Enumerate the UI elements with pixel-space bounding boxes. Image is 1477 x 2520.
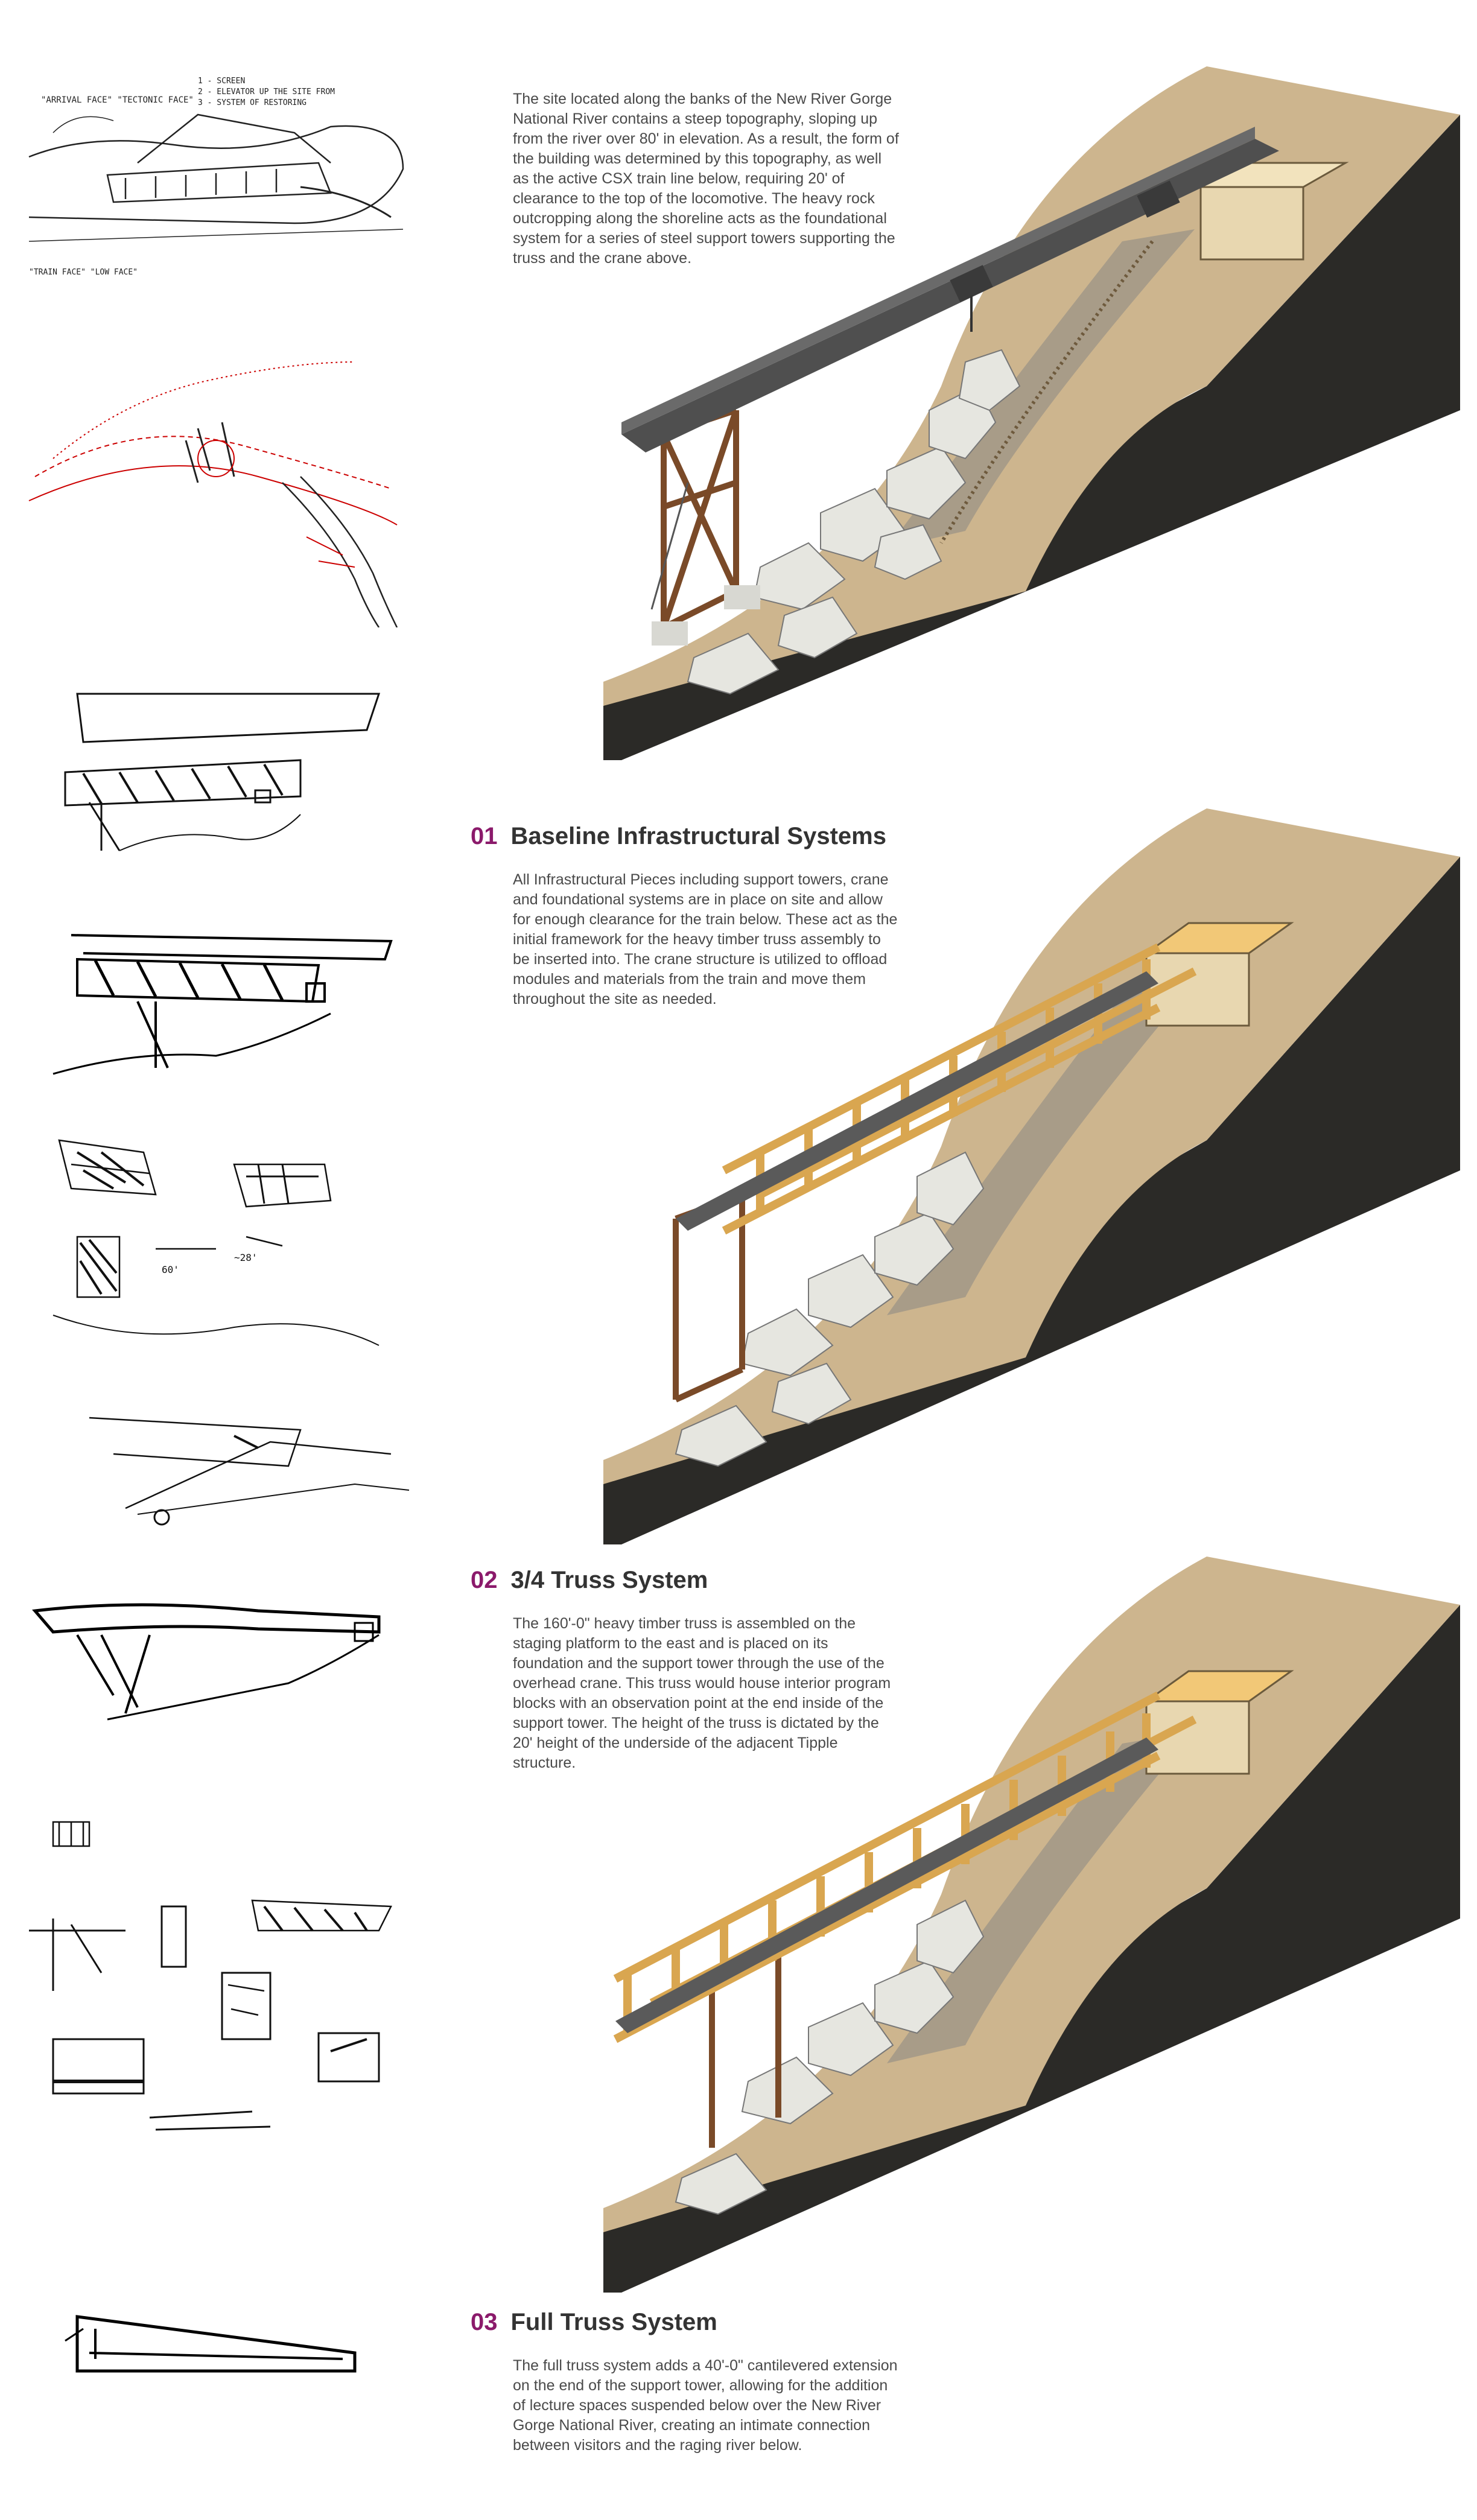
sketch-note: 2 - ELEVATOR UP THE SITE FROM xyxy=(198,87,335,97)
section-01-paragraph: All Infrastructural Pieces including sup… xyxy=(513,871,898,1008)
sketch-crane-elevation xyxy=(17,911,415,1092)
render-three-quarter-truss xyxy=(603,796,1460,1544)
sketch-note: 3 - SYSTEM OF RESTORING xyxy=(198,98,307,107)
sketch-cantilever xyxy=(17,1406,415,1538)
section-02-paragraph: The 160'-0" heavy timber truss is assemb… xyxy=(513,1615,891,1771)
sketch-concept-section: "ARRIVAL FACE" "TECTONIC FACE" 1 - SCREE… xyxy=(17,72,415,290)
render-full-truss xyxy=(603,1544,1460,2293)
section-number: 02 xyxy=(471,1567,498,1593)
sketch-truss-elevation xyxy=(17,670,415,857)
section-03-heading: 03 Full Truss System xyxy=(471,2308,717,2337)
section-number: 03 xyxy=(471,2309,498,2335)
sketch-note: ~28' xyxy=(234,1252,258,1263)
sketch-note: "TRAIN FACE" "LOW FACE" xyxy=(29,268,138,277)
sketch-module-studies: 60' ~28' xyxy=(17,1116,415,1388)
sketch-note: 1 - SCREEN xyxy=(198,77,245,86)
section-02-heading: 02 3/4 Truss System xyxy=(471,1566,708,1595)
section-number: 01 xyxy=(471,823,498,849)
sketch-detail-studies xyxy=(17,1810,415,2148)
sketch-long-section xyxy=(17,2305,415,2383)
render-baseline-infrastructure xyxy=(603,48,1460,772)
section-01-heading: 01 Baseline Infrastructural Systems xyxy=(471,822,886,851)
sketch-site-plan xyxy=(17,326,415,627)
intro-paragraph: The site located along the banks of the … xyxy=(513,90,899,267)
section-title: 3/4 Truss System xyxy=(510,1567,708,1593)
section-03-paragraph: The full truss system adds a 40'-0" cant… xyxy=(513,2357,898,2454)
sketch-note: "ARRIVAL FACE" "TECTONIC FACE" xyxy=(41,95,194,105)
sketch-note: 60' xyxy=(162,1264,179,1275)
section-title: Baseline Infrastructural Systems xyxy=(510,823,886,849)
section-title: Full Truss System xyxy=(510,2309,717,2335)
sketch-truss-section xyxy=(17,1575,415,1750)
